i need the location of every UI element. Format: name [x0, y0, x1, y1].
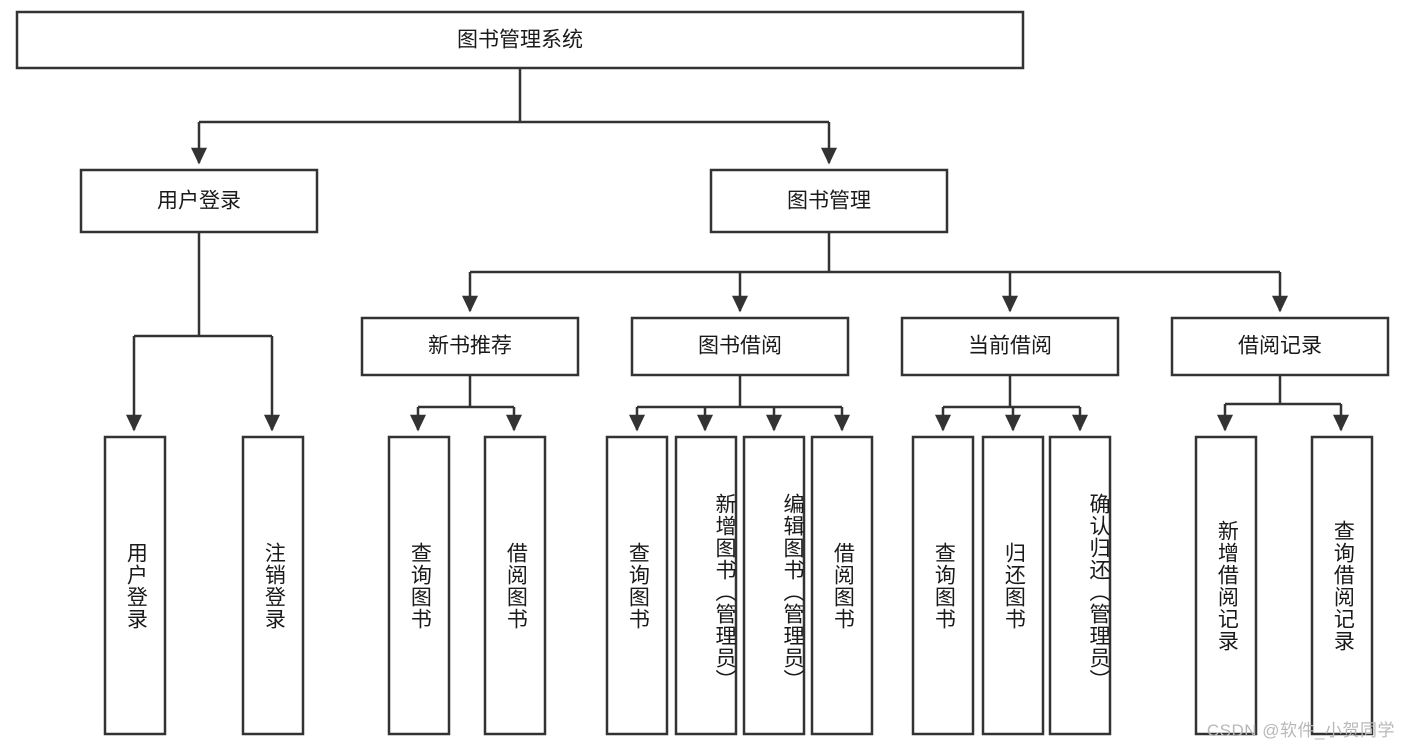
leaf-box-confirm-return[interactable]	[1048, 435, 1112, 736]
node-current-borrow-box[interactable]	[900, 316, 1120, 377]
connector-group-borrow-record	[1216, 375, 1350, 432]
node-new-book-recommend[interactable]: 新书推荐	[360, 316, 580, 377]
node-book-manage-box[interactable]	[709, 168, 949, 234]
node-book-borrow-label: 图书借阅	[698, 335, 782, 358]
node-user-login[interactable]: 用户登录	[79, 168, 319, 234]
leaf-box-query-record[interactable]	[1310, 435, 1374, 736]
connector-group-root	[190, 68, 838, 165]
leaf-box-query-book-2[interactable]	[605, 435, 669, 736]
leaf-box-edit-book[interactable]	[742, 435, 806, 736]
leaf-box-query-book-1[interactable]	[387, 435, 451, 736]
connector-group-new-book-recommend	[409, 375, 523, 432]
connector-group-book-manage	[461, 232, 1289, 313]
node-book-borrow-box[interactable]	[630, 316, 850, 377]
leaf-box-borrow-book-1[interactable]	[483, 435, 547, 736]
leaf-box-borrow-book-2[interactable]	[810, 435, 874, 736]
node-root-label: 图书管理系统	[457, 29, 583, 52]
leaf-box-logout-login[interactable]	[241, 435, 305, 736]
connector-group-current-borrow	[934, 375, 1089, 432]
leaf-box-query-book-3[interactable]	[911, 435, 975, 736]
leaf-box-return-book[interactable]	[981, 435, 1045, 736]
node-book-borrow[interactable]: 图书借阅	[630, 316, 850, 377]
node-book-manage[interactable]: 图书管理	[709, 168, 949, 234]
node-root[interactable]: 图书管理系统	[15, 10, 1025, 70]
node-root-box[interactable]	[15, 10, 1025, 70]
node-borrow-record-box[interactable]	[1170, 316, 1390, 377]
node-new-book-recommend-box[interactable]	[360, 316, 580, 377]
connector-group-book-borrow	[628, 375, 851, 432]
node-book-manage-label: 图书管理	[787, 190, 871, 213]
leaf-box-user-login[interactable]	[103, 435, 167, 736]
node-current-borrow-label: 当前借阅	[968, 335, 1052, 358]
connector-group-user-login	[125, 232, 281, 432]
leaf-box-add-book[interactable]	[674, 435, 738, 736]
leaf-box-add-record[interactable]	[1194, 435, 1258, 736]
node-new-book-recommend-label: 新书推荐	[428, 335, 512, 358]
node-borrow-record[interactable]: 借阅记录	[1170, 316, 1390, 377]
node-user-login-label: 用户登录	[157, 190, 241, 213]
node-current-borrow[interactable]: 当前借阅	[900, 316, 1120, 377]
node-user-login-box[interactable]	[79, 168, 319, 234]
node-borrow-record-label: 借阅记录	[1238, 335, 1322, 358]
watermark-text: CSDN @软件_小贺同学	[1206, 721, 1395, 740]
